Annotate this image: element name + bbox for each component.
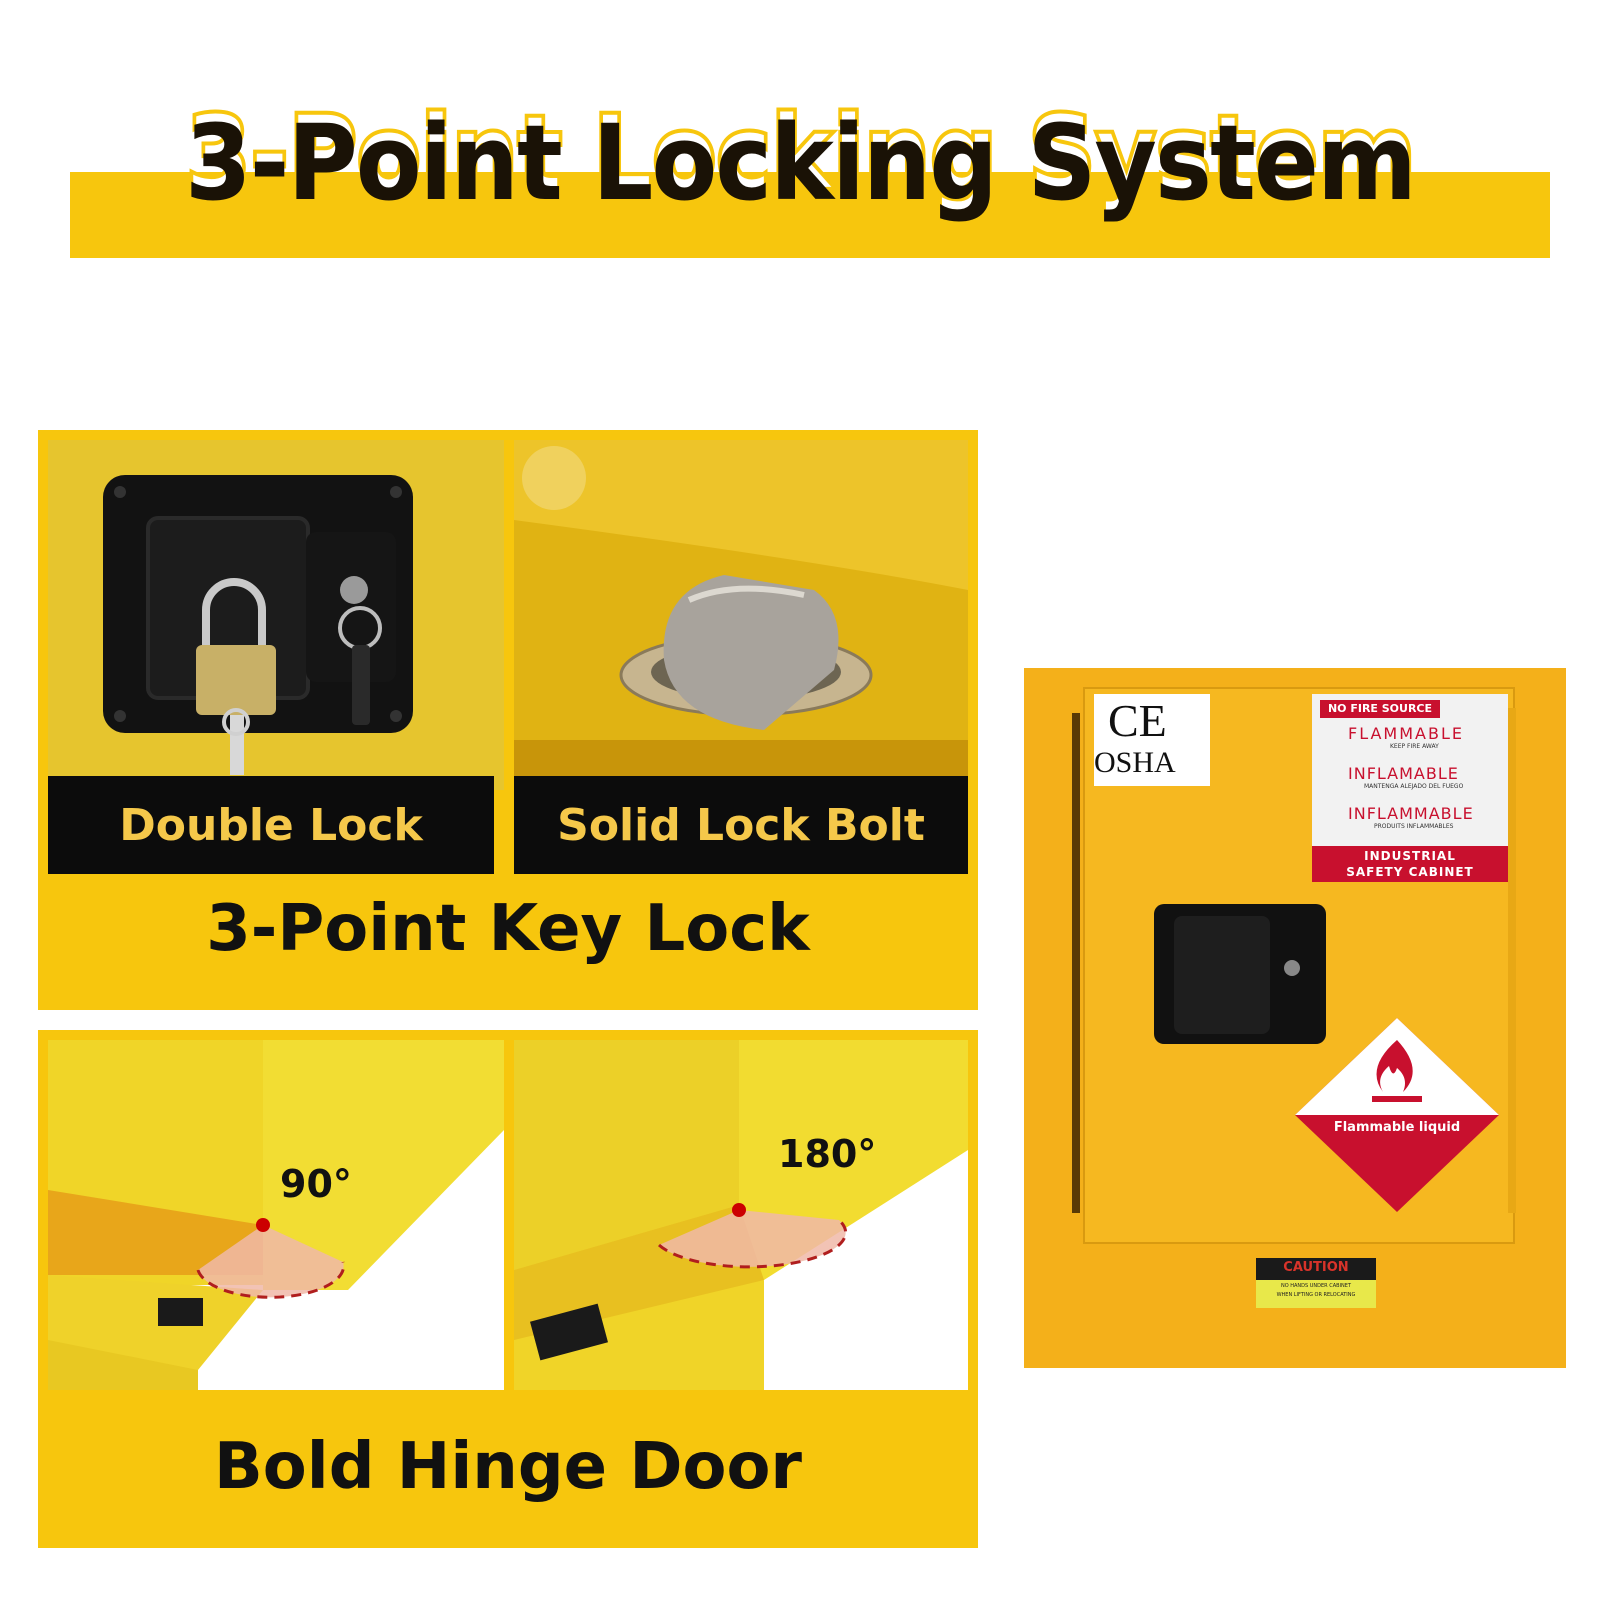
osha-mark: OSHA	[1094, 746, 1176, 779]
warning-line-inflamable: INFLAMABLE MANTENGA ALEJADO DEL FUEGO	[1348, 764, 1464, 790]
warning-line-inflammable: INFLAMMABLE PRODUITS INFLAMMABLES	[1348, 804, 1474, 830]
title-highlight-bar	[70, 172, 1550, 258]
warning-line-flammable: FLAMMABLE KEEP FIRE AWAY	[1348, 724, 1464, 750]
double-lock-illustration	[48, 440, 504, 790]
ce-mark: CE	[1108, 695, 1167, 746]
hinge-90-angle-label: 90°	[280, 1162, 352, 1206]
key-lock-title: 3-Point Key Lock	[206, 892, 810, 966]
hinge-90-photo: 90°	[48, 1040, 504, 1390]
key-lock-panel: Double Lock Solid Lock Bolt 3-Point Key …	[38, 430, 978, 1010]
double-lock-caption: Double Lock	[48, 776, 494, 874]
solid-lock-bolt-caption: Solid Lock Bolt	[514, 776, 968, 874]
hinge-180-angle-label: 180°	[778, 1132, 877, 1176]
lock-bolt-illustration	[514, 440, 968, 790]
safety-cabinet: CE OSHA NO FIRE SOURCE FLAMMABLE KEEP FI…	[1024, 668, 1566, 1368]
caution-sticker-header: CAUTION	[1283, 1260, 1349, 1275]
title-shadow: 3-Point Locking System	[183, 90, 1418, 216]
hinge-180-illustration	[514, 1040, 968, 1390]
hinge-door-panel: 90° 180° Bold Hinge Door	[38, 1030, 978, 1548]
hinge-180-photo: 180°	[514, 1040, 968, 1390]
solid-lock-bolt-photo	[514, 440, 968, 790]
industrial-safety-cabinet-label: INDUSTRIAL SAFETY CABINET	[1346, 849, 1474, 879]
hinge-90-illustration	[48, 1040, 504, 1390]
no-fire-source-label: NO FIRE SOURCE	[1327, 702, 1433, 715]
caution-sticker-text: NO HANDS UNDER CABINET WHEN LIFTING OR R…	[1276, 1283, 1356, 1298]
warning-lines: FLAMMABLE KEEP FIRE AWAY INFLAMABLE MANT…	[1320, 724, 1506, 844]
page-title: 3-Point Locking System	[185, 102, 1417, 224]
double-lock-photo	[48, 440, 504, 790]
flammable-liquid-diamond-text: Flammable liquid	[1333, 1120, 1461, 1135]
hinge-door-title: Bold Hinge Door	[214, 1430, 802, 1504]
cabinet-illustration	[1024, 668, 1566, 1368]
